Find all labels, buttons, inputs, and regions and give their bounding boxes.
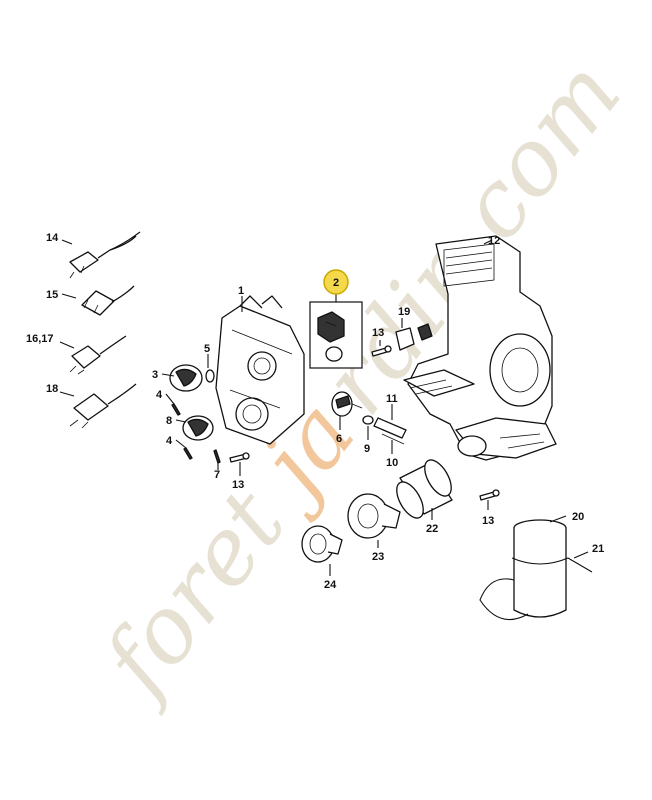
- callout-20: 20: [572, 511, 584, 523]
- bracket-19[interactable]: [395, 323, 433, 351]
- tube-10-11[interactable]: [373, 417, 407, 445]
- callout-1: 1: [238, 285, 244, 297]
- cord-plug-14[interactable]: [69, 231, 141, 279]
- cap-24[interactable]: [301, 525, 343, 563]
- ring-5[interactable]: [205, 369, 215, 383]
- switch-2-box[interactable]: [309, 288, 363, 369]
- callout-10: 10: [386, 457, 398, 469]
- callout-21: 21: [592, 543, 604, 555]
- screw-4a[interactable]: [171, 403, 181, 416]
- callout-9: 9: [364, 443, 370, 455]
- callout-6: 6: [336, 433, 342, 445]
- potentiometer-6[interactable]: [331, 391, 363, 417]
- highlight-callout-2[interactable]: 2: [323, 269, 349, 295]
- screw-4b[interactable]: [183, 447, 193, 460]
- capacitor-20[interactable]: [479, 519, 567, 621]
- watermark: foret ja rdin.com: [79, 41, 641, 718]
- switch-housing-1[interactable]: [215, 295, 305, 445]
- cord-plug-16-17[interactable]: [69, 335, 127, 375]
- callout-4b: 4: [166, 435, 173, 447]
- screw-13a[interactable]: [229, 452, 250, 463]
- screw-13c[interactable]: [479, 489, 500, 501]
- callout-15: 15: [46, 289, 58, 301]
- clamp-21[interactable]: [511, 557, 593, 573]
- callout-16-17: 16,17: [26, 333, 54, 345]
- callout-labels: 14 15 16,17 18 1 3 4 8 4 5 7 13 6 9 11 1…: [26, 232, 604, 591]
- knob-8[interactable]: [182, 415, 214, 441]
- callout-19: 19: [398, 306, 410, 318]
- callout-5: 5: [204, 343, 210, 355]
- bushing-9[interactable]: [362, 415, 374, 425]
- callout-4a: 4: [156, 389, 163, 401]
- callout-24: 24: [324, 579, 337, 591]
- callout-8: 8: [166, 415, 172, 427]
- motor-22[interactable]: [391, 456, 456, 523]
- callout-12: 12: [488, 235, 500, 247]
- callout-13c: 13: [482, 515, 494, 527]
- callout-13b: 13: [372, 327, 384, 339]
- callout-22: 22: [426, 523, 438, 535]
- callout-14: 14: [46, 232, 59, 244]
- cord-plug-18[interactable]: [69, 383, 137, 429]
- callout-18: 18: [46, 383, 58, 395]
- screw-13b[interactable]: [371, 345, 392, 357]
- knob-3[interactable]: [169, 364, 203, 392]
- callout-23: 23: [372, 551, 384, 563]
- leader-lines: [59, 239, 589, 576]
- callout-11: 11: [386, 393, 398, 405]
- callout-7: 7: [214, 469, 220, 481]
- highlight-label: 2: [333, 277, 339, 289]
- pin-7[interactable]: [213, 449, 221, 464]
- cord-plug-15[interactable]: [81, 285, 135, 316]
- main-housing-12[interactable]: [403, 235, 557, 461]
- callout-13a: 13: [232, 479, 244, 491]
- callout-3: 3: [152, 369, 158, 381]
- bearing-23[interactable]: [347, 493, 401, 539]
- watermark-text-1: foret: [79, 470, 306, 719]
